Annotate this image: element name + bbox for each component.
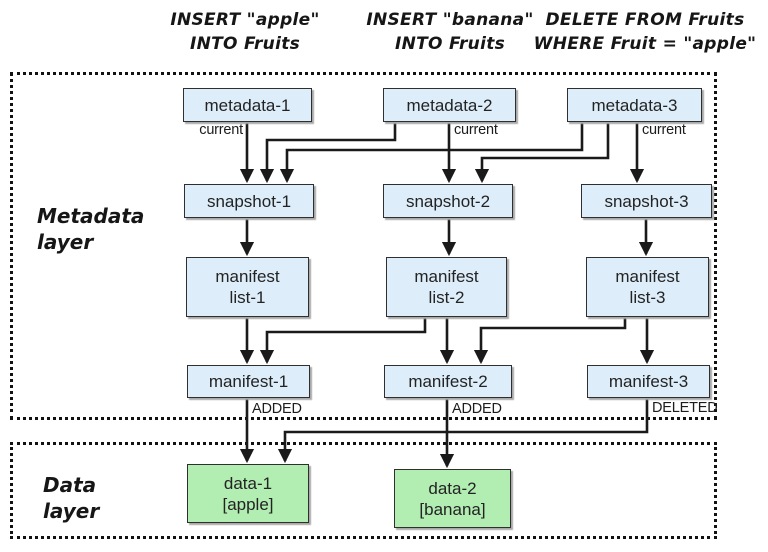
sql-query-insert-banana: INSERT "banana" INTO Fruits — [366, 10, 534, 54]
node-snapshot-1: snapshot-1 — [184, 184, 314, 218]
node-metadata-1: metadata-1 — [183, 88, 312, 122]
node-metadata-2: metadata-2 — [383, 88, 516, 122]
edge-metadata-3-to-snapshot-1 — [279, 122, 584, 184]
data-layer-label: Data layer — [43, 473, 100, 523]
node-manifest-list-1: manifest list-1 — [186, 257, 309, 317]
edge-manifest-list-2-to-manifest-1 — [259, 317, 427, 365]
sql-query-delete-apple: DELETE FROM Fruits WHERE Fruit = "apple" — [533, 10, 757, 54]
edge-manifest-list-3-to-manifest-2 — [473, 317, 627, 365]
current-label-1: current — [199, 122, 243, 138]
node-snapshot-3: snapshot-3 — [581, 184, 712, 218]
node-manifest-list-3: manifest list-3 — [586, 257, 709, 317]
node-snapshot-2: snapshot-2 — [383, 184, 513, 218]
node-data-1: data-1 [apple] — [187, 464, 309, 523]
sql-query-insert-apple: INSERT "apple" INTO Fruits — [170, 10, 320, 54]
data-layer-box — [10, 442, 717, 539]
node-manifest-2: manifest-2 — [384, 365, 512, 398]
node-data-2: data-2 [banana] — [394, 469, 511, 528]
metadata-layer-label: Metadata layer — [37, 204, 145, 254]
edge-metadata-3-to-snapshot-2 — [474, 122, 610, 184]
node-manifest-3: manifest-3 — [587, 365, 710, 398]
deleted-label: DELETED — [652, 400, 718, 416]
metadata-layer-box — [10, 72, 717, 420]
added-label-1: ADDED — [252, 401, 302, 417]
added-label-2: ADDED — [452, 401, 502, 417]
current-label-3: current — [642, 122, 686, 138]
edge-metadata-2-to-snapshot-1 — [259, 122, 397, 184]
edge-manifest-3-to-data-1 — [277, 398, 649, 464]
node-manifest-1: manifest-1 — [187, 365, 310, 398]
node-manifest-list-2: manifest list-2 — [386, 257, 507, 317]
node-metadata-3: metadata-3 — [567, 88, 702, 122]
current-label-2: current — [454, 122, 498, 138]
